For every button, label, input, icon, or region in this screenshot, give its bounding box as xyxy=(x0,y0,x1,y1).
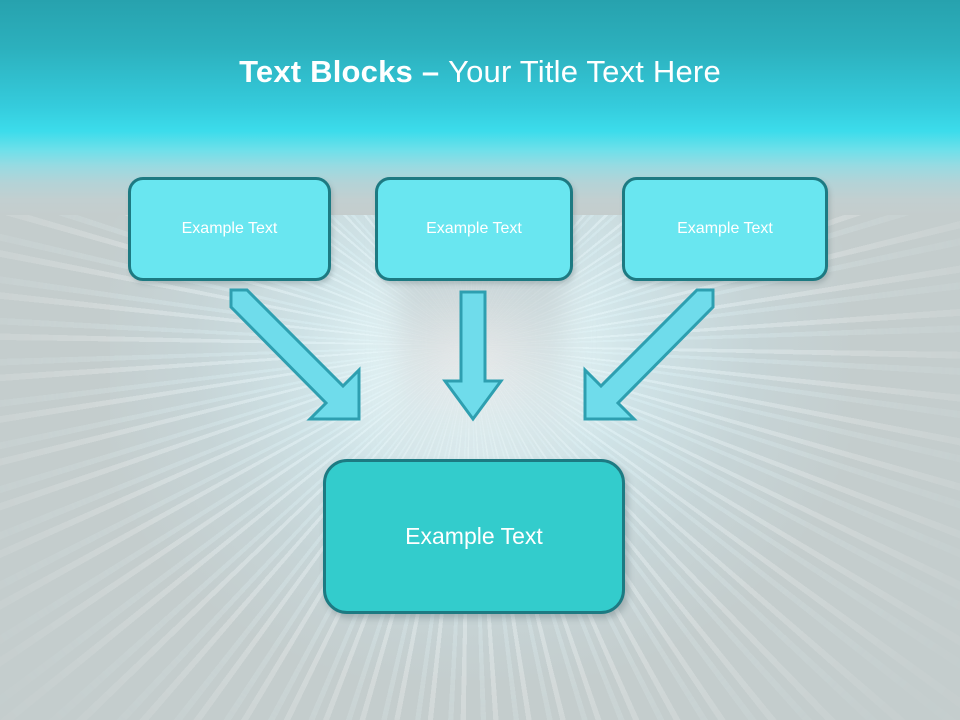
text-block-label: Example Text xyxy=(405,523,543,549)
page-title: Text Blocks – Your Title Text Here xyxy=(0,52,960,92)
text-block-label: Example Text xyxy=(426,220,522,237)
page-title-separator: – xyxy=(421,54,449,89)
text-block-label: Example Text xyxy=(181,220,278,237)
page-title-strong: Text Blocks xyxy=(239,54,422,89)
page-title-rest: Your Title Text Here xyxy=(448,54,721,89)
text-block-top-right[interactable]: Example Text xyxy=(622,177,828,281)
text-block-label: Example Text xyxy=(677,220,773,237)
text-block-top-center[interactable]: Example Text xyxy=(375,177,573,281)
text-block-top-left[interactable]: Example Text xyxy=(128,177,331,281)
text-block-bottom[interactable]: Example Text xyxy=(323,459,625,614)
